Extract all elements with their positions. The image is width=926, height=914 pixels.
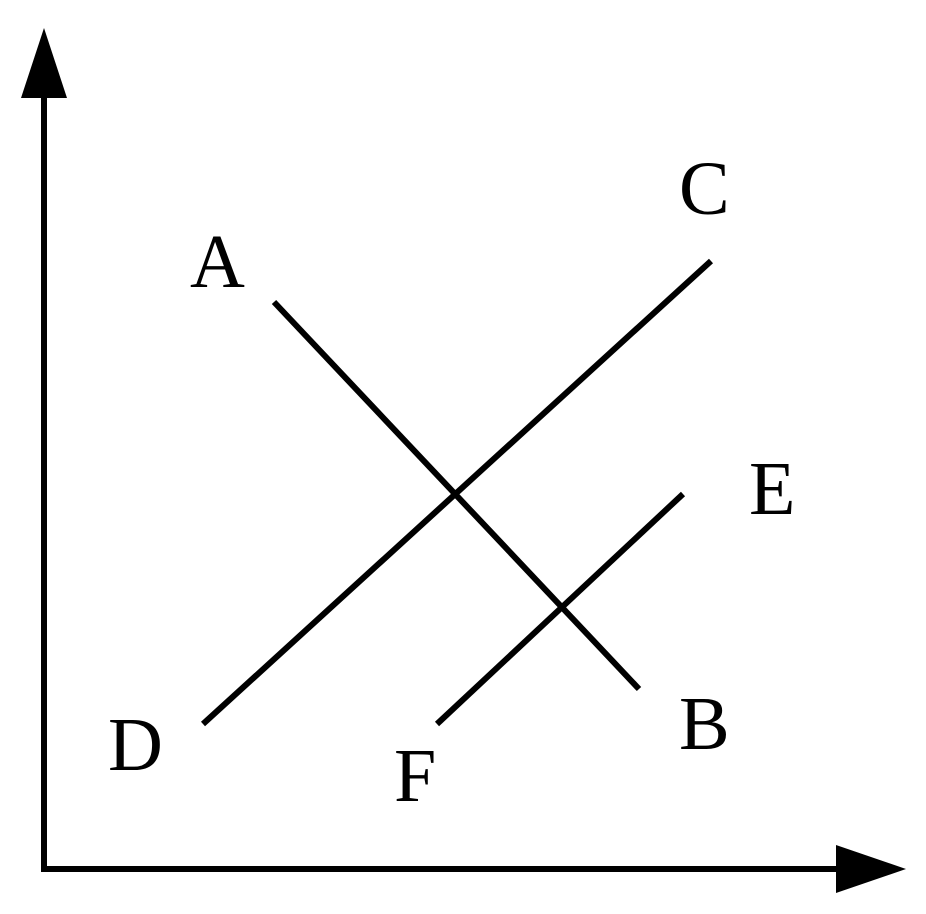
label-c: C xyxy=(679,147,730,231)
axes xyxy=(21,28,906,893)
label-e: E xyxy=(749,447,795,531)
label-d: D xyxy=(108,703,163,787)
segments xyxy=(200,258,714,727)
segment-fe xyxy=(434,491,686,727)
segment-dc xyxy=(200,258,714,727)
label-a: A xyxy=(190,220,245,304)
label-f: F xyxy=(394,734,436,818)
y-axis-arrowhead xyxy=(21,28,67,98)
point-labels: A C E B D F xyxy=(108,147,795,818)
label-b: B xyxy=(679,682,730,766)
x-axis-arrowhead xyxy=(836,845,906,893)
